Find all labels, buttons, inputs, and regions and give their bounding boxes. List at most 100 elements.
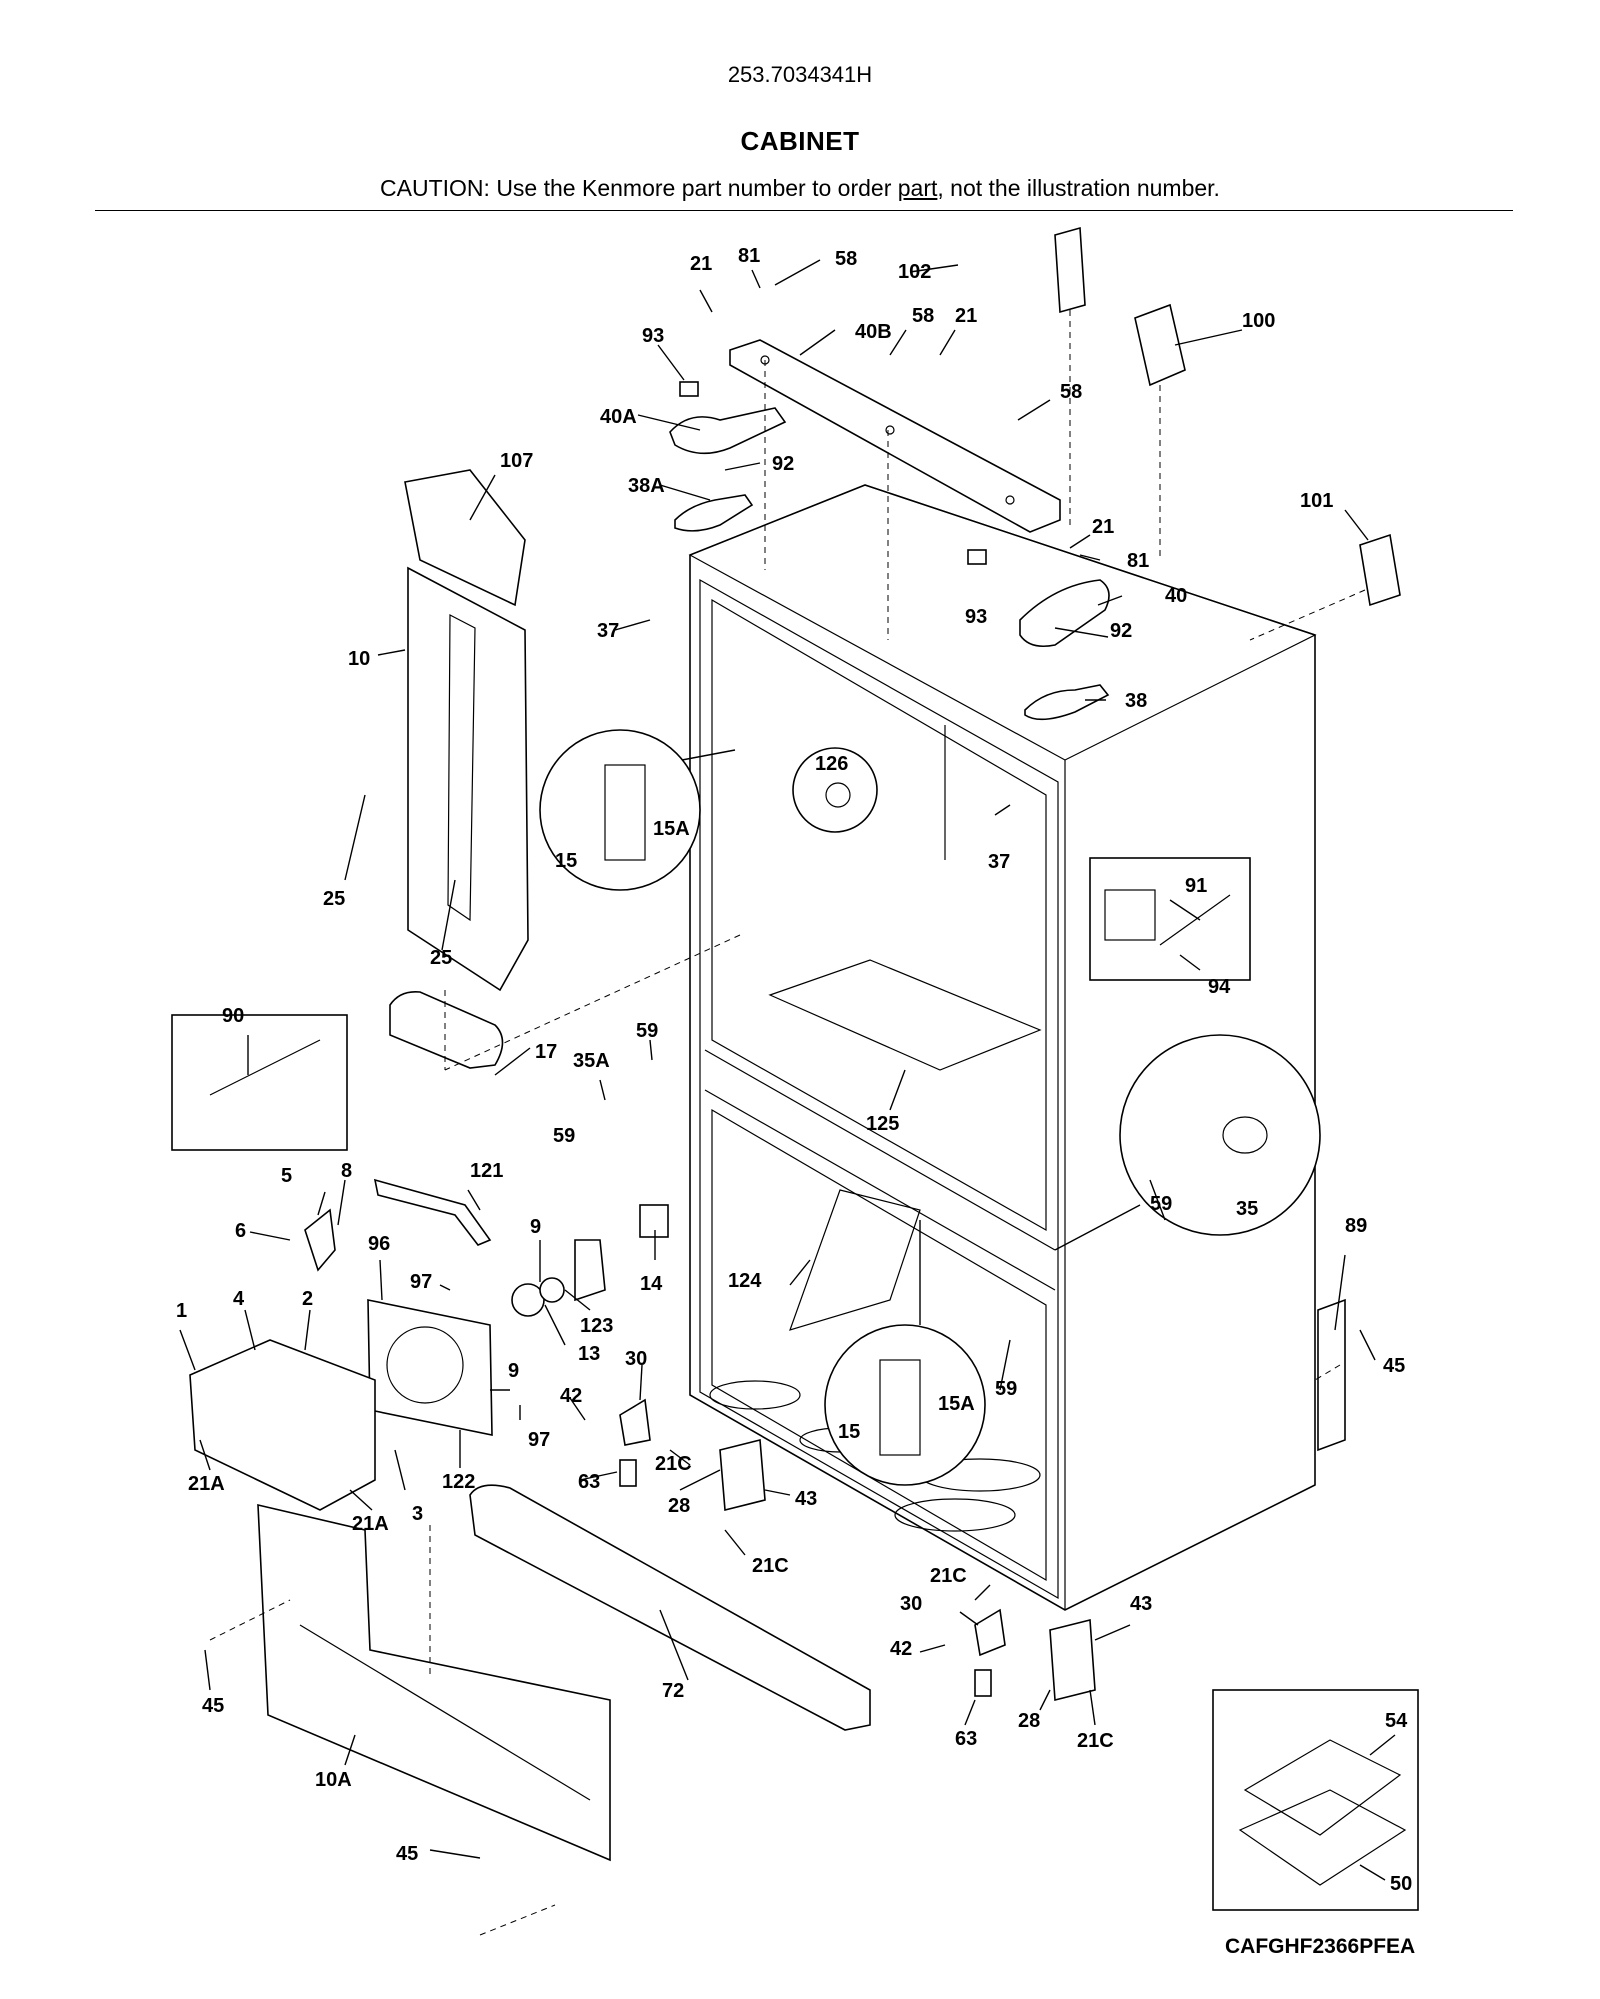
callout-91[interactable]: 91 [1185, 875, 1207, 897]
callout-9[interactable]: 9 [530, 1216, 541, 1238]
shim-93 [679, 381, 987, 565]
callout-102[interactable]: 102 [898, 261, 931, 283]
leader-lines [179, 259, 1396, 1881]
caution-part-link[interactable]: part [897, 175, 938, 201]
callout-21A[interactable]: 21A [188, 1473, 225, 1495]
callout-38A[interactable]: 38A [628, 475, 665, 497]
callout-10A[interactable]: 10A [315, 1769, 352, 1791]
motor-13 [511, 1277, 565, 1317]
callout-30[interactable]: 30 [900, 1593, 922, 1615]
callout-43[interactable]: 43 [795, 1488, 817, 1510]
callout-40[interactable]: 40 [1165, 585, 1187, 607]
callout-21C[interactable]: 21C [1077, 1730, 1114, 1752]
callout-126[interactable]: 126 [815, 753, 848, 775]
callout-9[interactable]: 9 [508, 1360, 519, 1382]
callout-72[interactable]: 72 [662, 1680, 684, 1702]
callout-38[interactable]: 38 [1125, 690, 1147, 712]
callout-40A[interactable]: 40A [600, 406, 637, 428]
callout-59[interactable]: 59 [995, 1378, 1017, 1400]
callout-21C[interactable]: 21C [930, 1565, 967, 1587]
callout-124[interactable]: 124 [728, 1270, 762, 1292]
callout-21C[interactable]: 21C [655, 1453, 692, 1475]
callout-89[interactable]: 89 [1345, 1215, 1367, 1237]
callout-58[interactable]: 58 [912, 305, 934, 327]
callout-94[interactable]: 94 [1208, 976, 1231, 998]
callout-14[interactable]: 14 [640, 1273, 663, 1295]
motor-bracket-123 [574, 1239, 606, 1302]
callout-21[interactable]: 21 [955, 305, 977, 327]
callout-4[interactable]: 4 [233, 1288, 245, 1310]
bracket-121 [373, 1178, 492, 1246]
callout-92[interactable]: 92 [1110, 620, 1132, 642]
callout-63[interactable]: 63 [578, 1471, 600, 1493]
hinge-part-101 [1359, 533, 1401, 607]
callout-15A[interactable]: 15A [653, 818, 690, 840]
callout-8[interactable]: 8 [341, 1160, 352, 1182]
callout-97[interactable]: 97 [528, 1429, 550, 1451]
callout-37[interactable]: 37 [988, 851, 1010, 873]
callout-21[interactable]: 21 [1092, 516, 1114, 538]
callout-15[interactable]: 15 [838, 1421, 860, 1443]
inset-box-90 [171, 1014, 348, 1151]
callout-54[interactable]: 54 [1385, 1710, 1408, 1732]
callout-21[interactable]: 21 [690, 253, 712, 275]
callout-30[interactable]: 30 [625, 1348, 647, 1370]
detail-circle-vent-lower [824, 1220, 986, 1486]
callout-93[interactable]: 93 [965, 606, 987, 628]
callout-13[interactable]: 13 [578, 1343, 600, 1365]
callout-58[interactable]: 58 [1060, 381, 1082, 403]
hinge-cover-40 [1019, 579, 1110, 648]
callout-122[interactable]: 122 [442, 1471, 475, 1493]
callout-1[interactable]: 1 [176, 1300, 187, 1322]
callout-42[interactable]: 42 [890, 1638, 912, 1660]
callout-59[interactable]: 59 [553, 1125, 575, 1147]
callout-121[interactable]: 121 [470, 1160, 503, 1182]
callout-92[interactable]: 92 [772, 453, 794, 475]
callout-28[interactable]: 28 [1018, 1710, 1040, 1732]
callout-96[interactable]: 96 [368, 1233, 390, 1255]
callout-43[interactable]: 43 [1130, 1593, 1152, 1615]
hinge-38A [674, 494, 754, 532]
callout-35A[interactable]: 35A [573, 1050, 610, 1072]
callout-45[interactable]: 45 [202, 1695, 224, 1717]
callout-63[interactable]: 63 [955, 1728, 977, 1750]
callout-100[interactable]: 100 [1242, 310, 1275, 332]
callout-93[interactable]: 93 [642, 325, 664, 347]
callout-123[interactable]: 123 [580, 1315, 613, 1337]
callout-59[interactable]: 59 [1150, 1193, 1172, 1215]
callout-3[interactable]: 3 [412, 1503, 423, 1525]
callout-45[interactable]: 45 [396, 1843, 418, 1865]
callout-17[interactable]: 17 [535, 1041, 557, 1063]
callout-10[interactable]: 10 [348, 648, 370, 670]
callout-21C[interactable]: 21C [752, 1555, 789, 1577]
callout-59[interactable]: 59 [636, 1020, 658, 1042]
callout-21A[interactable]: 21A [352, 1513, 389, 1535]
bracket-30 [619, 1398, 1006, 1657]
callout-107[interactable]: 107 [500, 450, 533, 472]
callout-125[interactable]: 125 [866, 1113, 899, 1135]
callout-15A[interactable]: 15A [938, 1393, 975, 1415]
inset-box-50-54 [1212, 1689, 1419, 1911]
callout-37[interactable]: 37 [597, 620, 619, 642]
callout-42[interactable]: 42 [560, 1385, 582, 1407]
callout-40B[interactable]: 40B [855, 321, 892, 343]
callout-50[interactable]: 50 [1390, 1873, 1412, 1895]
callout-25[interactable]: 25 [430, 947, 452, 969]
callout-6[interactable]: 6 [235, 1220, 246, 1242]
callout-45[interactable]: 45 [1383, 1355, 1405, 1377]
callout-58[interactable]: 58 [835, 248, 857, 270]
callout-97[interactable]: 97 [410, 1271, 432, 1293]
callout-25[interactable]: 25 [323, 888, 345, 910]
compressor-housing-1 [189, 1339, 376, 1511]
callout-15[interactable]: 15 [555, 850, 577, 872]
callout-2[interactable]: 2 [302, 1288, 313, 1310]
callout-5[interactable]: 5 [281, 1165, 292, 1187]
callout-101[interactable]: 101 [1300, 490, 1333, 512]
callout-35[interactable]: 35 [1236, 1198, 1258, 1220]
callout-81[interactable]: 81 [738, 245, 760, 267]
callout-81[interactable]: 81 [1127, 550, 1149, 572]
rear-access-cover-10A [257, 1503, 611, 1862]
callout-90[interactable]: 90 [222, 1005, 244, 1027]
callout-28[interactable]: 28 [668, 1495, 690, 1517]
toe-grille-72 [469, 1484, 871, 1731]
